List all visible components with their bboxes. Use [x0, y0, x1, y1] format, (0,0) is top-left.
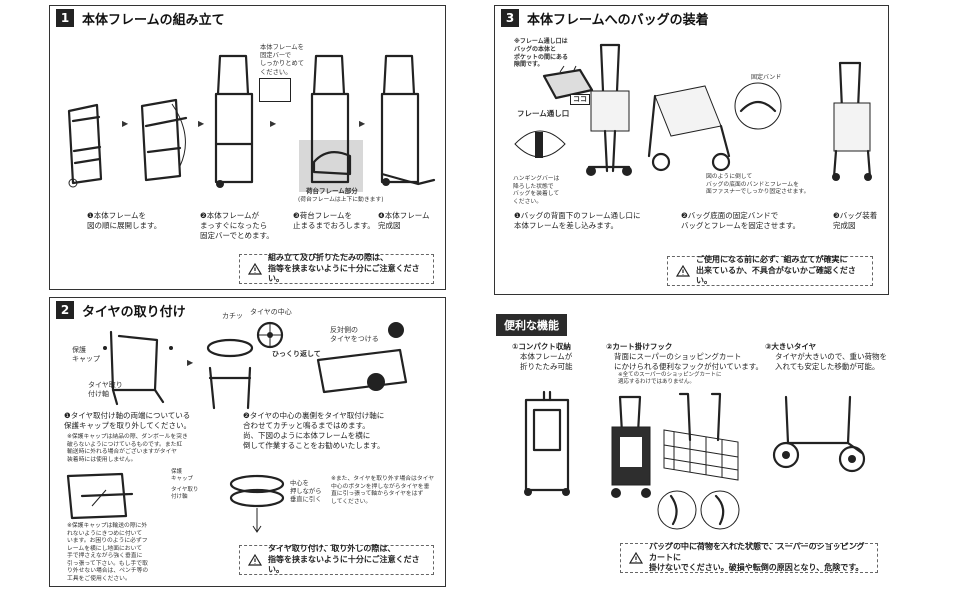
step-caption: ❷タイヤの中心の裏側をタイヤ取付け軸に 合わせてカチッと鳴るまではめます。 尚、…: [243, 411, 385, 451]
bag-loop-illustration: [542, 65, 594, 100]
warning-box: 組み立て及び折りたたみの際は、 指等を挟まないように十分にご注意ください。: [239, 252, 434, 284]
section-header: 1 本体フレームの組み立て: [50, 6, 225, 30]
step-caption: ❹本体フレーム 完成図: [378, 211, 430, 231]
compact-fold-illustration: [524, 390, 570, 496]
section-number: 1: [56, 9, 74, 27]
cap-label: 保護 キャップ: [171, 469, 194, 483]
step-note: ※保護キャップは納品の際、ダンボールを突き 破らないようにつけているものです。ま…: [67, 434, 188, 463]
base-frame-highlight: [299, 140, 363, 192]
step-caption: ❷本体フレームが まっすぐになったら 固定バーでとめます。: [200, 211, 274, 241]
flip-label: ひっくり返して: [272, 350, 321, 358]
cap-label: 保護 キャップ: [72, 346, 100, 364]
frame-complete-illustration: [380, 54, 436, 186]
feature-title: ②カート掛けフック: [606, 342, 673, 351]
axle-label: タイヤ取り 付け軸: [88, 381, 123, 399]
feature-desc: タイヤが大きいので、重い荷物を 入れても安定した移動が可能。: [775, 352, 887, 372]
warning-box: タイヤ取り付け、取り外しの際は、 指等を挟まないように十分にご注意ください。: [239, 543, 434, 575]
arrow-right-icon: ▶: [270, 119, 277, 128]
step-caption: ❶バッグの背面下のフレーム通し口に 本体フレームを差し込みます。: [514, 211, 641, 231]
section-title: タイヤの取り付け: [82, 304, 186, 320]
cart-hook-closeup-illustration: [663, 392, 739, 481]
warning-icon: [628, 551, 644, 564]
arrow-right-icon: ▶: [122, 119, 129, 128]
band-note: 図のように倒して バッグの底面のバンドとフレームを 面ファスナーでしっかり固定さ…: [706, 174, 810, 196]
base-frame-note: (荷台フレームは上下に動きます): [298, 197, 384, 203]
feature-note: ※全てのスーパーのショッピングカートに 適応するわけではありません。: [618, 372, 722, 386]
feature-desc: 背面にスーパーのショッピングカート にかけられる便利なフックが付いています。: [614, 352, 764, 372]
loop-note: ※フレーム通し口は バッグの本体と ポケットの間にある 隙間です。: [514, 38, 569, 69]
step-caption: ❸バッグ装着 完成図: [833, 211, 878, 231]
section-number: 2: [56, 301, 74, 319]
frame-base-down-illustration: [310, 54, 352, 184]
step-caption: ❶タイヤ取付け軸の両端についている 保護キャップを取り外してください。: [64, 411, 192, 431]
koko-label: ココ: [570, 94, 590, 106]
section-header: 2 タイヤの取り付け: [50, 298, 186, 322]
bag-complete-illustration: [832, 61, 872, 181]
step-caption: ❶本体フレームを 図の順に展開します。: [87, 211, 162, 231]
arrow-right-icon: ▶: [359, 119, 366, 128]
hanging-bar-note: ハンギングバーは 降ろした状態で バッグを装着して ください。: [513, 176, 560, 205]
section-bag-mount: 3 本体フレームへのバッグの装着 ※フレーム通し口は バッグの本体と ポケットの…: [494, 5, 889, 295]
feature-title: ③大きいタイヤ: [765, 342, 817, 351]
frame-unfolding-illustration: [140, 98, 188, 182]
features-title: 便利な機能: [496, 314, 567, 336]
warning-icon: [247, 553, 263, 566]
step-caption: ❷バッグ底面の固定バンドで バッグとフレームを固定させます。: [681, 211, 801, 231]
tire-removal-illustration: [229, 474, 285, 533]
axle-label: タイヤ取り 付け軸: [171, 487, 199, 501]
click-label: カチッ: [222, 312, 243, 320]
loop-closeup-icon: [514, 130, 566, 158]
tire-closeup-icon: [256, 321, 284, 349]
tire-center-label: タイヤの中心: [250, 308, 292, 316]
arrow-right-icon: ▶: [198, 119, 205, 128]
cart-hook-bag-illustration: [611, 395, 651, 498]
hook-detail-icon: [700, 490, 740, 530]
feature-title: ①コンパクト収納: [512, 342, 571, 351]
fixing-bar-note: 本体フレームを 固定バーで しっかりとめて ください。: [260, 44, 305, 76]
warning-text: 組み立て及び折りたたみの際は、 指等を挟まないように十分にご注意ください。: [268, 252, 420, 284]
bag-on-frame-illustration: [586, 43, 632, 176]
band-closeup-icon: [734, 82, 782, 130]
base-frame-label: 荷台フレーム部分: [306, 187, 358, 195]
section-title: 本体フレームの組み立て: [82, 12, 225, 28]
frame-folded-illustration: [67, 103, 103, 188]
warning-text: タイヤ取り付け、取り外しの際は、 指等を挟まないように十分にご注意ください。: [268, 543, 420, 575]
removal-note: ※また、タイヤを取り外す場合はタイヤ 中心のボタンを押しながらタイヤを垂 直に引…: [331, 476, 435, 505]
press-pull-label: 中心を 押しながら 垂直に引く: [290, 480, 322, 504]
arrow-right-icon: ▶: [187, 358, 194, 367]
hook-detail-icon: [657, 490, 697, 530]
frame-lying-illustration: [316, 322, 408, 394]
warning-text: ご使用になる前に必ず、組み立てが確実に 出来ているか、不具合がないかご確認くださ…: [696, 254, 856, 286]
opposite-tire-label: 反対側の タイヤをつける: [330, 326, 379, 344]
section-frame-assembly: 1 本体フレームの組み立て ▶ ▶ 本体フレームを 固定バーで しっかりとめて …: [49, 5, 446, 290]
warning-box: バッグの中に荷物を入れた状態で、スーパーのショッピングカートに 掛けないでくださ…: [620, 541, 878, 573]
section-title: 本体フレームへのバッグの装着: [527, 12, 709, 28]
loop-label: フレーム通し口: [517, 109, 570, 118]
warning-box: ご使用になる前に必ず、組み立てが確実に 出来ているか、不具合がないかご確認くださ…: [667, 254, 873, 286]
bag-band-illustration: [647, 85, 731, 172]
section-tire-mount: 2 タイヤの取り付け 保護 キャップ タイヤ取り 付け軸 ▶ カチッ タイヤの中…: [49, 297, 446, 587]
frame-straight-illustration: [214, 54, 254, 188]
section-number: 3: [501, 9, 519, 27]
section-header: 3 本体フレームへのバッグの装着: [495, 6, 709, 30]
warning-icon: [247, 262, 263, 275]
cap-note: ※保護キャップは輸送の際に外 れないようにきつめに付いて います。お困りのように…: [67, 523, 149, 582]
frame-side-illustration: [103, 330, 173, 406]
warning-icon: [675, 264, 691, 277]
feature-desc: 本体フレームが 折りたたみ可能: [520, 352, 573, 372]
fixing-bar-detail: [259, 78, 291, 102]
tire-attach-illustration: [206, 338, 254, 410]
band-label: 固定バンド: [751, 74, 782, 81]
large-tire-illustration: [772, 395, 866, 473]
step-caption: ❸荷台フレームを 止まるまでおろします。: [293, 211, 375, 231]
cap-removal-illustration: [66, 472, 134, 520]
warning-text: バッグの中に荷物を入れた状態で、スーパーのショッピングカートに 掛けないでくださ…: [649, 541, 865, 573]
